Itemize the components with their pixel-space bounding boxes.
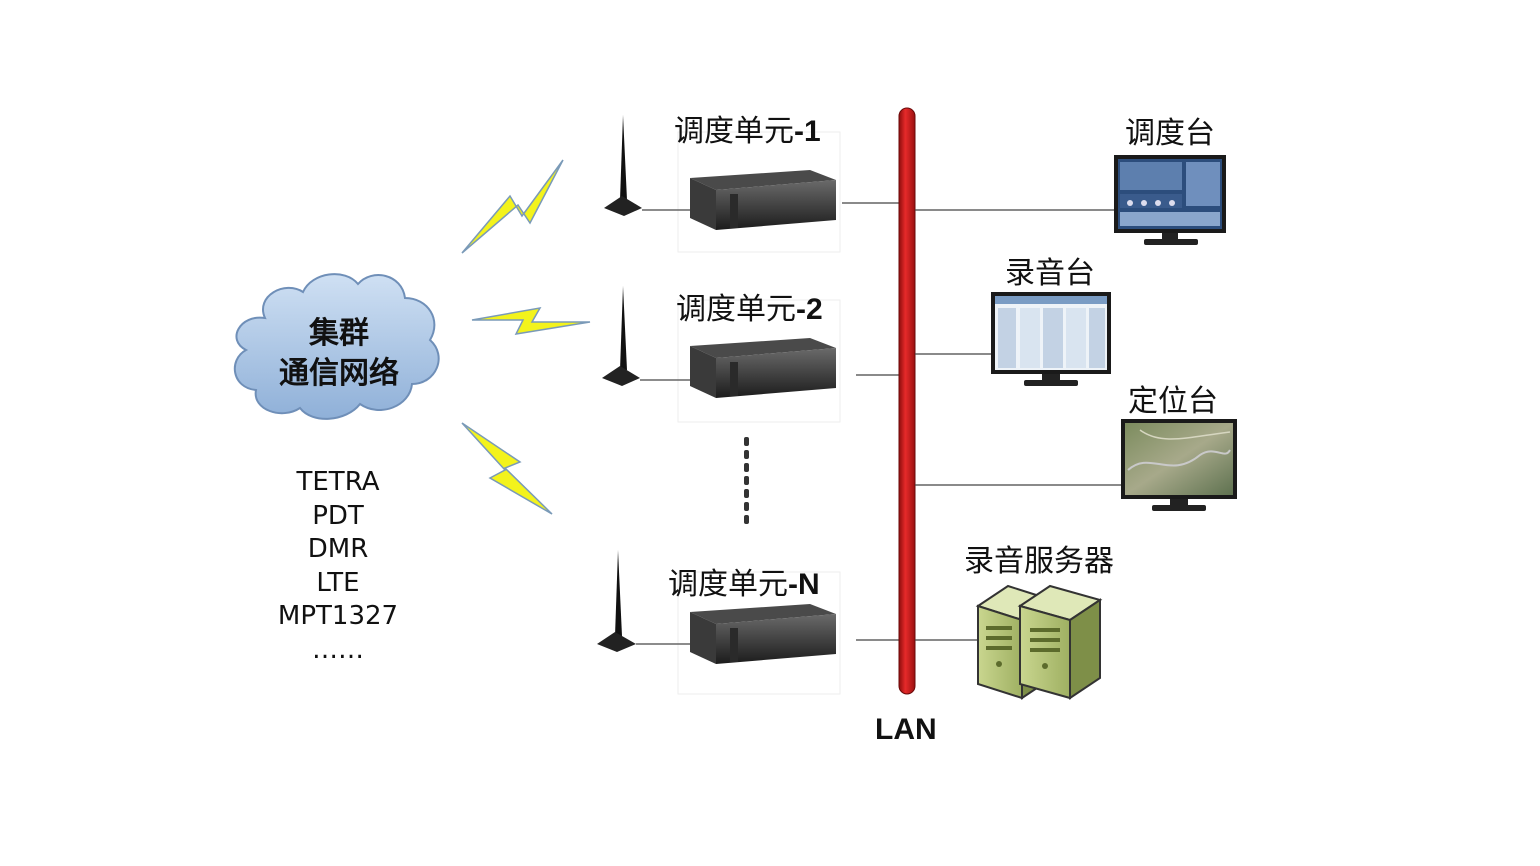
dispatch-unit-2-label: 调度单元-2	[676, 284, 823, 328]
dispatch-unit-1-label: 调度单元-1	[674, 106, 821, 150]
more-units-ellipsis	[744, 437, 749, 524]
protocol-item: TETRA	[296, 467, 380, 497]
protocol-item: ……	[312, 634, 364, 665]
dispatch-console-label: 调度台	[1125, 116, 1215, 151]
unit-label-suffix: -2	[796, 293, 823, 326]
protocol-item: DMR	[307, 534, 369, 564]
protocol-list: TETRA PDT DMR LTE MPT1327 ……	[258, 466, 418, 667]
unit-label-suffix: -1	[794, 115, 821, 148]
dispatch-unit-n	[597, 550, 902, 695]
protocol-item: PDT	[312, 500, 364, 531]
antenna-icon	[602, 286, 640, 386]
trunking-network-cloud	[233, 273, 440, 420]
lan-bus	[898, 107, 916, 695]
unit-label-prefix: 调度单元	[674, 114, 794, 149]
dispatch-unit-1	[604, 115, 902, 253]
cloud-label: 集群 通信网络	[229, 314, 449, 394]
recording-console-monitor-icon	[991, 292, 1111, 386]
dispatch-server-icon	[690, 604, 836, 664]
recording-server-label: 录音服务器	[964, 544, 1114, 579]
wireless-link-icon	[471, 306, 591, 335]
cloud-label-line2: 通信网络	[279, 356, 399, 391]
dispatch-unit-n-label: 调度单元-N	[668, 559, 820, 603]
unit-label-prefix: 调度单元	[676, 292, 796, 327]
dispatch-console-monitor-icon	[1114, 155, 1226, 245]
cloud-label-line1: 集群	[309, 316, 369, 351]
lan-label: LAN	[875, 713, 937, 746]
recording-console-label: 录音台	[1005, 256, 1095, 291]
antenna-icon	[604, 115, 642, 216]
dispatch-unit-2	[602, 286, 902, 423]
wireless-link-icon	[461, 422, 553, 515]
antenna-icon	[597, 550, 636, 652]
protocol-item: LTE	[316, 567, 360, 598]
positioning-console-monitor-icon	[1121, 419, 1237, 511]
unit-label-prefix: 调度单元	[668, 567, 788, 602]
positioning-console-label: 定位台	[1128, 384, 1218, 419]
dispatch-server-icon	[690, 170, 836, 230]
dispatch-server-icon	[690, 338, 836, 398]
protocol-item: MPT1327	[277, 601, 399, 631]
recording-server-icon	[1017, 584, 1103, 700]
unit-label-suffix: -N	[788, 568, 820, 601]
wireless-link-icon	[461, 159, 564, 254]
